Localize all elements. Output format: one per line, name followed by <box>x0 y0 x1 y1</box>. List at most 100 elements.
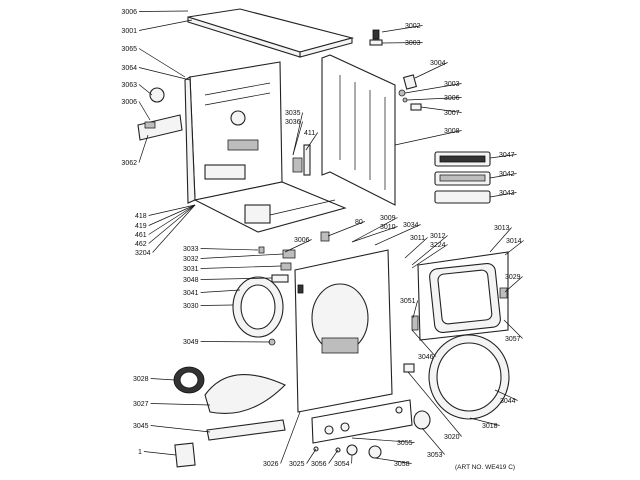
leader-line <box>489 173 517 179</box>
part-callout-3012: 3012 <box>430 233 446 240</box>
part-callout-3034: 3034 <box>403 222 419 229</box>
leader-line <box>200 277 273 280</box>
leader-line <box>148 204 196 216</box>
part-callout-3043: 3043 <box>499 190 515 197</box>
part-callout-1: 1 <box>138 449 142 456</box>
callout-labels: 3006300130653064306330063062303530364113… <box>121 9 524 468</box>
cabinet <box>184 61 347 233</box>
part-callout-3049: 3049 <box>183 339 199 346</box>
leader-line <box>421 427 445 455</box>
door-assembly <box>411 251 509 341</box>
part-callout-3044: 3044 <box>500 398 516 405</box>
leader-line <box>351 437 415 443</box>
leader-line <box>489 227 512 253</box>
part-callout-3224: 3224 <box>430 242 446 249</box>
art-number: (ART NO. WE419 C) <box>455 464 515 471</box>
leader-line <box>411 244 448 269</box>
part-callout-3062: 3062 <box>121 160 137 167</box>
leader-line <box>407 371 462 437</box>
part-callout-3030: 3030 <box>183 303 199 310</box>
part-callout-3045: 3045 <box>133 423 149 430</box>
part-callout-3029: 3029 <box>505 274 521 281</box>
part-callout-80: 80 <box>355 219 363 226</box>
part-callout-3058: 3058 <box>394 461 410 468</box>
leader-line <box>351 226 398 243</box>
part-callout-3051: 3051 <box>400 298 416 305</box>
part-callout-3054: 3054 <box>334 461 350 468</box>
leader-line <box>200 253 284 259</box>
leader-line <box>420 106 462 113</box>
part-callout-3026: 3026 <box>263 461 279 468</box>
part-callout-3013: 3013 <box>494 225 510 232</box>
part-callout-3057: 3057 <box>505 336 521 343</box>
part-callout-3064: 3064 <box>121 65 137 72</box>
part-callout-419: 419 <box>135 223 147 230</box>
leader-line <box>381 42 423 44</box>
part-callout-3010: 3010 <box>380 224 396 231</box>
leader-line <box>148 204 196 244</box>
part-callout-3006: 3006 <box>444 95 460 102</box>
leader-line <box>504 240 524 256</box>
part-callout-3002: 3002 <box>405 23 421 30</box>
part-callout-3046: 3046 <box>418 354 434 361</box>
part-callout-3020: 3020 <box>444 434 460 441</box>
part-callout-3041: 3041 <box>183 290 199 297</box>
leader-line <box>327 221 365 237</box>
part-callout-3014: 3014 <box>506 238 522 245</box>
small-parts-left <box>173 246 296 468</box>
leader-line <box>148 204 196 235</box>
front-panel <box>294 249 393 413</box>
leader-line <box>138 10 189 12</box>
leader-line <box>404 83 462 94</box>
leader-line <box>489 192 517 198</box>
leader-line <box>150 378 176 381</box>
part-callout-3018: 3018 <box>482 423 498 430</box>
leader-line <box>200 265 282 269</box>
part-callout-3032: 3032 <box>183 256 199 263</box>
part-callout-3204: 3204 <box>135 250 151 257</box>
leader-line <box>394 130 462 146</box>
part-callout-3036: 3036 <box>285 119 301 126</box>
leader-line <box>412 300 418 319</box>
part-callout-3056: 3056 <box>311 461 327 468</box>
leader-line <box>292 121 303 156</box>
part-callout-3055: 3055 <box>397 440 413 447</box>
part-callout-3003: 3003 <box>405 40 421 47</box>
leader-line <box>494 389 518 401</box>
leader-line <box>138 84 153 96</box>
part-callout-3009: 3009 <box>380 215 396 222</box>
leader-line <box>150 425 211 433</box>
leader-line <box>138 134 149 163</box>
side-panel <box>321 54 396 206</box>
leader-line <box>411 235 448 266</box>
leader-line <box>200 289 241 293</box>
part-callout-3004: 3004 <box>430 60 446 67</box>
part-callout-3008: 3008 <box>444 128 460 135</box>
part-callout-3031: 3031 <box>183 266 199 273</box>
part-callout-3053: 3053 <box>427 452 443 459</box>
leader-line <box>306 448 317 464</box>
leader-line <box>138 48 186 78</box>
control-panel <box>311 363 431 459</box>
leader-line <box>138 101 151 121</box>
leader-line <box>469 417 500 426</box>
leader-line <box>143 451 177 456</box>
part-callout-3003: 3003 <box>444 81 460 88</box>
door-inner <box>428 334 510 420</box>
part-callout-3048: 3048 <box>183 277 199 284</box>
part-callout-3006: 3006 <box>121 99 137 106</box>
part-callout-3025: 3025 <box>289 461 305 468</box>
part-callout-411: 411 <box>304 130 315 137</box>
leader-line <box>404 237 428 259</box>
part-callout-461: 461 <box>135 232 147 239</box>
part-callout-3001: 3001 <box>121 28 137 35</box>
small-parts-upper <box>137 29 491 242</box>
leader-line <box>305 132 318 151</box>
leader-line <box>200 248 259 251</box>
leader-line <box>148 204 196 226</box>
leader-line <box>381 25 423 33</box>
leader-line <box>374 457 412 464</box>
leader-line <box>292 112 303 156</box>
part-callout-3027: 3027 <box>133 401 149 408</box>
